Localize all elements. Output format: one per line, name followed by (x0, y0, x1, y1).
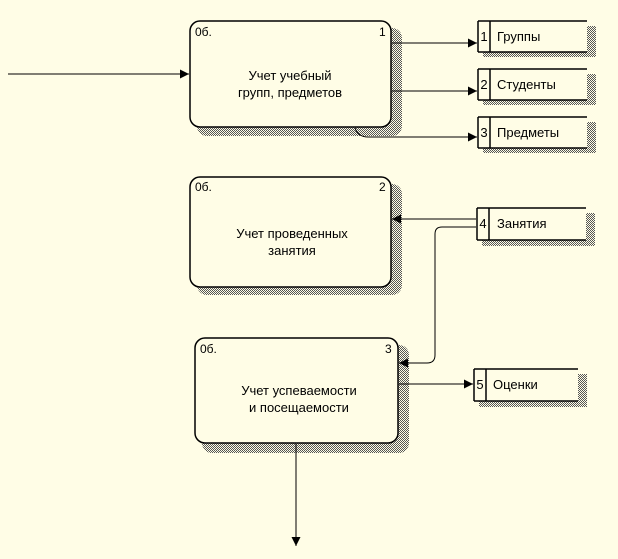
process-box-3[interactable]: 0б. 3 Учет успеваемости и посещаемости (194, 337, 409, 453)
store-label: Группы (497, 29, 540, 44)
store-body (478, 117, 587, 148)
store-label: Оценки (493, 377, 538, 392)
store-label: Занятия (497, 216, 547, 231)
process-title-line-1: Учет успеваемости (241, 383, 357, 398)
data-store-1[interactable]: 1 Группы (477, 20, 596, 57)
process-title-line-1: Учет проведенных (236, 226, 348, 241)
data-store-3[interactable]: 3 Предметы (477, 116, 596, 153)
data-store-4[interactable]: 4 Занятия (476, 207, 595, 246)
store-label: Студенты (497, 77, 556, 92)
process-number: 1 (379, 25, 386, 39)
process-frame (194, 337, 399, 444)
flow-store-4-to-process-3[interactable] (399, 226, 476, 368)
store-body (478, 69, 587, 100)
process-box-2[interactable]: 0б. 2 Учет проведенных занятия (189, 176, 402, 295)
process-number: 2 (379, 180, 386, 194)
store-label: Предметы (497, 125, 559, 140)
flow-process-1-to-store-3[interactable] (354, 127, 477, 142)
store-number: 2 (480, 77, 487, 92)
data-store-5[interactable]: 5 Оценки (473, 368, 587, 407)
data-store-2[interactable]: 2 Студенты (477, 68, 596, 105)
process-title-line-2: и посещаемости (249, 400, 349, 415)
store-body (477, 208, 586, 240)
process-number: 3 (385, 342, 392, 356)
process-owner: 0б. (195, 180, 212, 194)
store-number: 4 (479, 216, 486, 231)
process-owner: 0б. (195, 25, 212, 39)
store-number: 3 (480, 125, 487, 140)
process-box-1[interactable]: 0б. 1 Учет учебный групп, предметов (189, 20, 402, 136)
process-owner: 0б. (200, 342, 217, 356)
data-flows (8, 38, 477, 546)
store-body (478, 21, 587, 52)
store-number: 5 (476, 377, 483, 392)
process-frame (189, 176, 392, 288)
process-title-line-1: Учет учебный (249, 68, 332, 83)
store-number: 1 (480, 29, 487, 44)
process-title-line-2: групп, предметов (238, 85, 342, 100)
store-body (474, 369, 578, 401)
process-title-line-2: занятия (268, 243, 316, 258)
process-frame (189, 20, 392, 128)
